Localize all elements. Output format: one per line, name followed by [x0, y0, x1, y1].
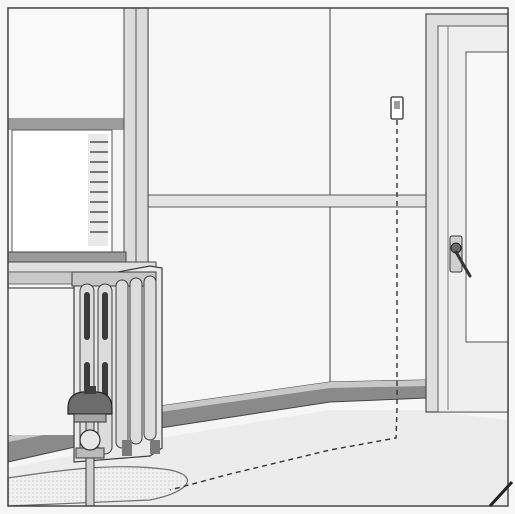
door-panel — [466, 52, 508, 342]
chair-rail — [146, 195, 428, 207]
valve-actuator — [68, 392, 112, 414]
door — [426, 14, 508, 412]
window-shade — [8, 8, 126, 124]
thermostat — [391, 97, 403, 119]
window — [8, 8, 156, 288]
